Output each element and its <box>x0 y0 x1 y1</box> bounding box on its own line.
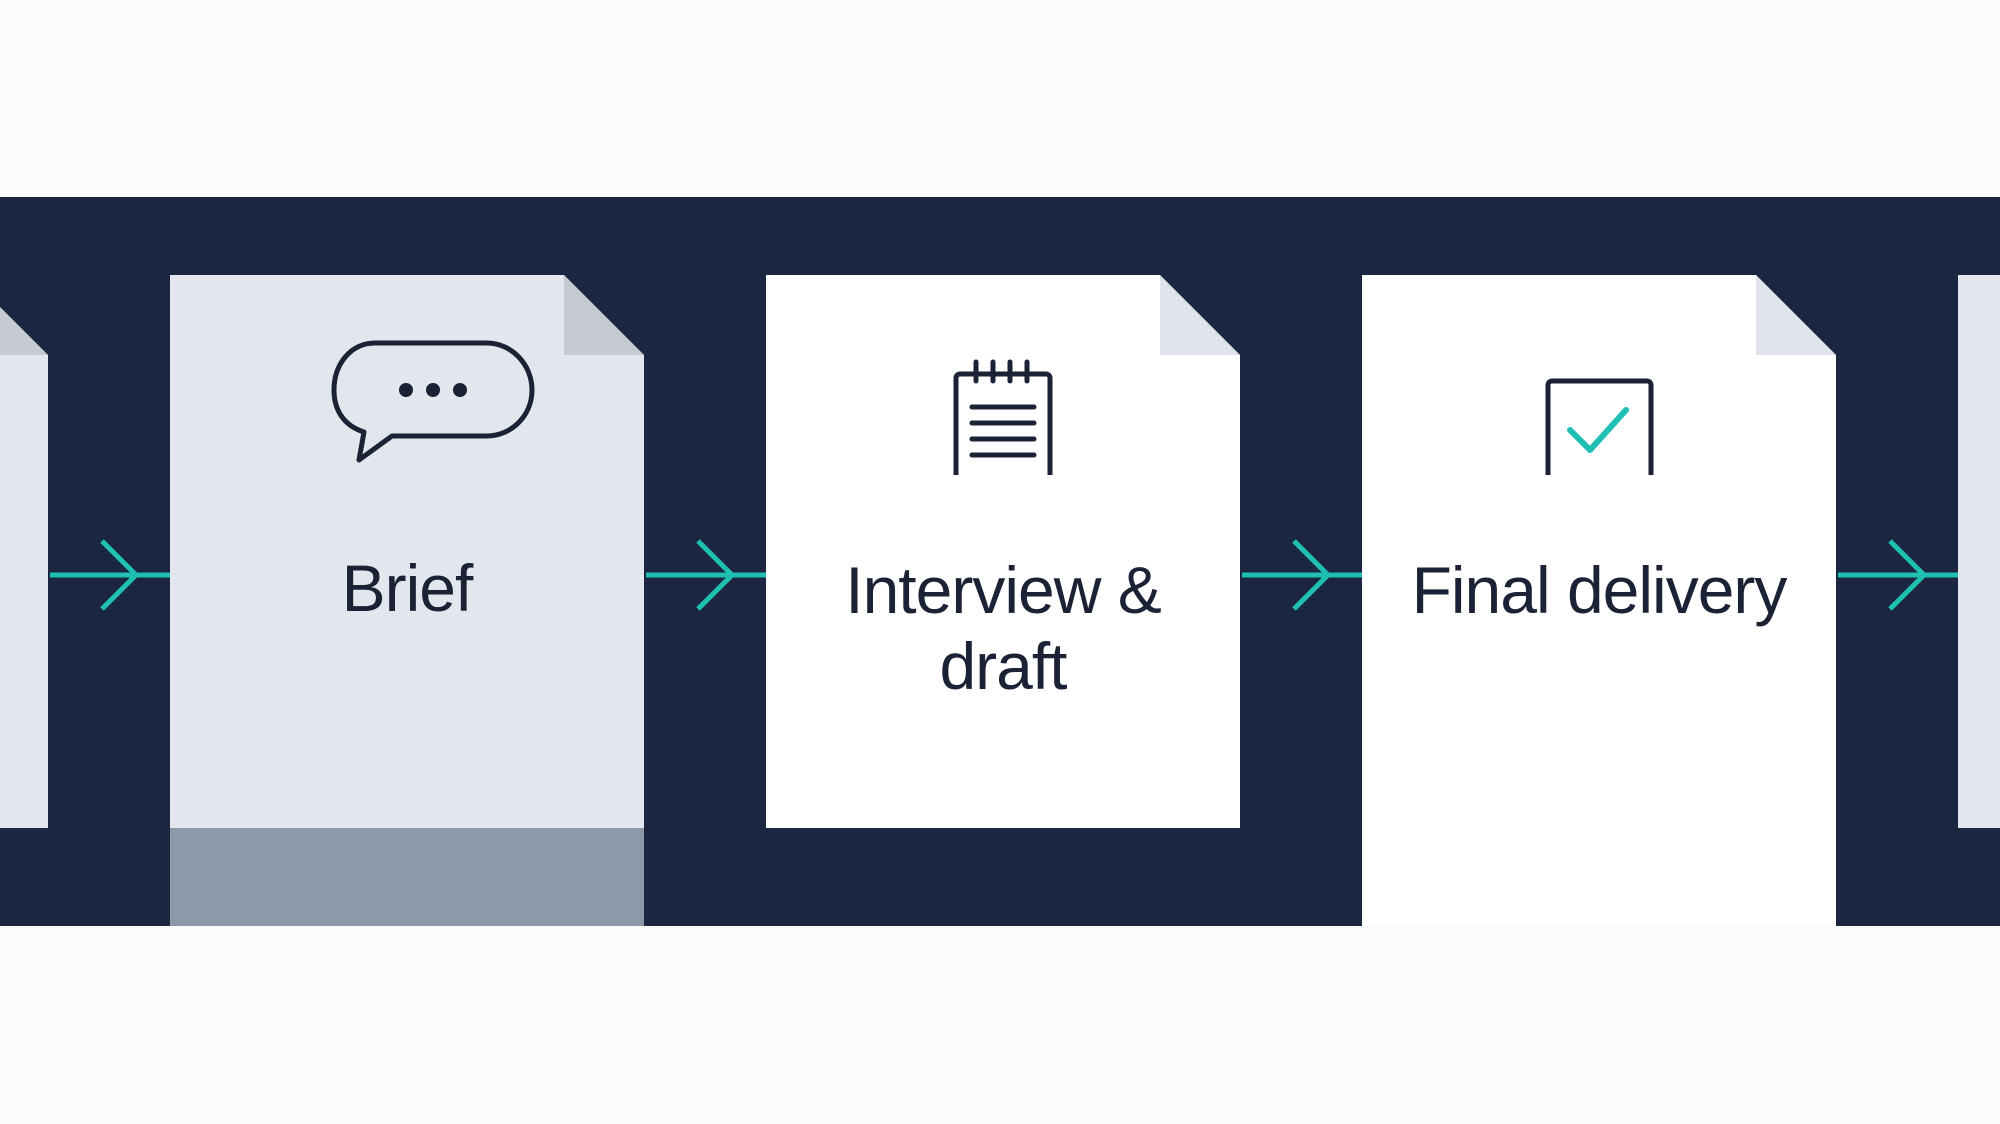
notepad-icon <box>953 359 1053 475</box>
arrow-right-icon <box>1242 539 1362 611</box>
step-card-brief: Brief <box>170 275 644 828</box>
step-card-delivery: Final delivery <box>1362 275 1836 828</box>
previous-step-card <box>0 275 48 828</box>
step-label: Final delivery <box>1411 553 1788 627</box>
next-step-card <box>1958 275 2000 828</box>
arrow-right-icon <box>1838 539 1958 611</box>
step-label: Brief <box>341 551 474 625</box>
arrow-right-icon <box>50 539 170 611</box>
step-card-interview: Interview & draft <box>766 275 1240 828</box>
step-label: Interview & draft <box>845 553 1161 703</box>
brief-card-shadow <box>170 828 644 926</box>
checkbox-icon <box>1545 378 1654 475</box>
speech-bubble-icon <box>331 340 535 463</box>
delivery-card-extension <box>1362 828 1836 926</box>
arrow-right-icon <box>646 539 766 611</box>
